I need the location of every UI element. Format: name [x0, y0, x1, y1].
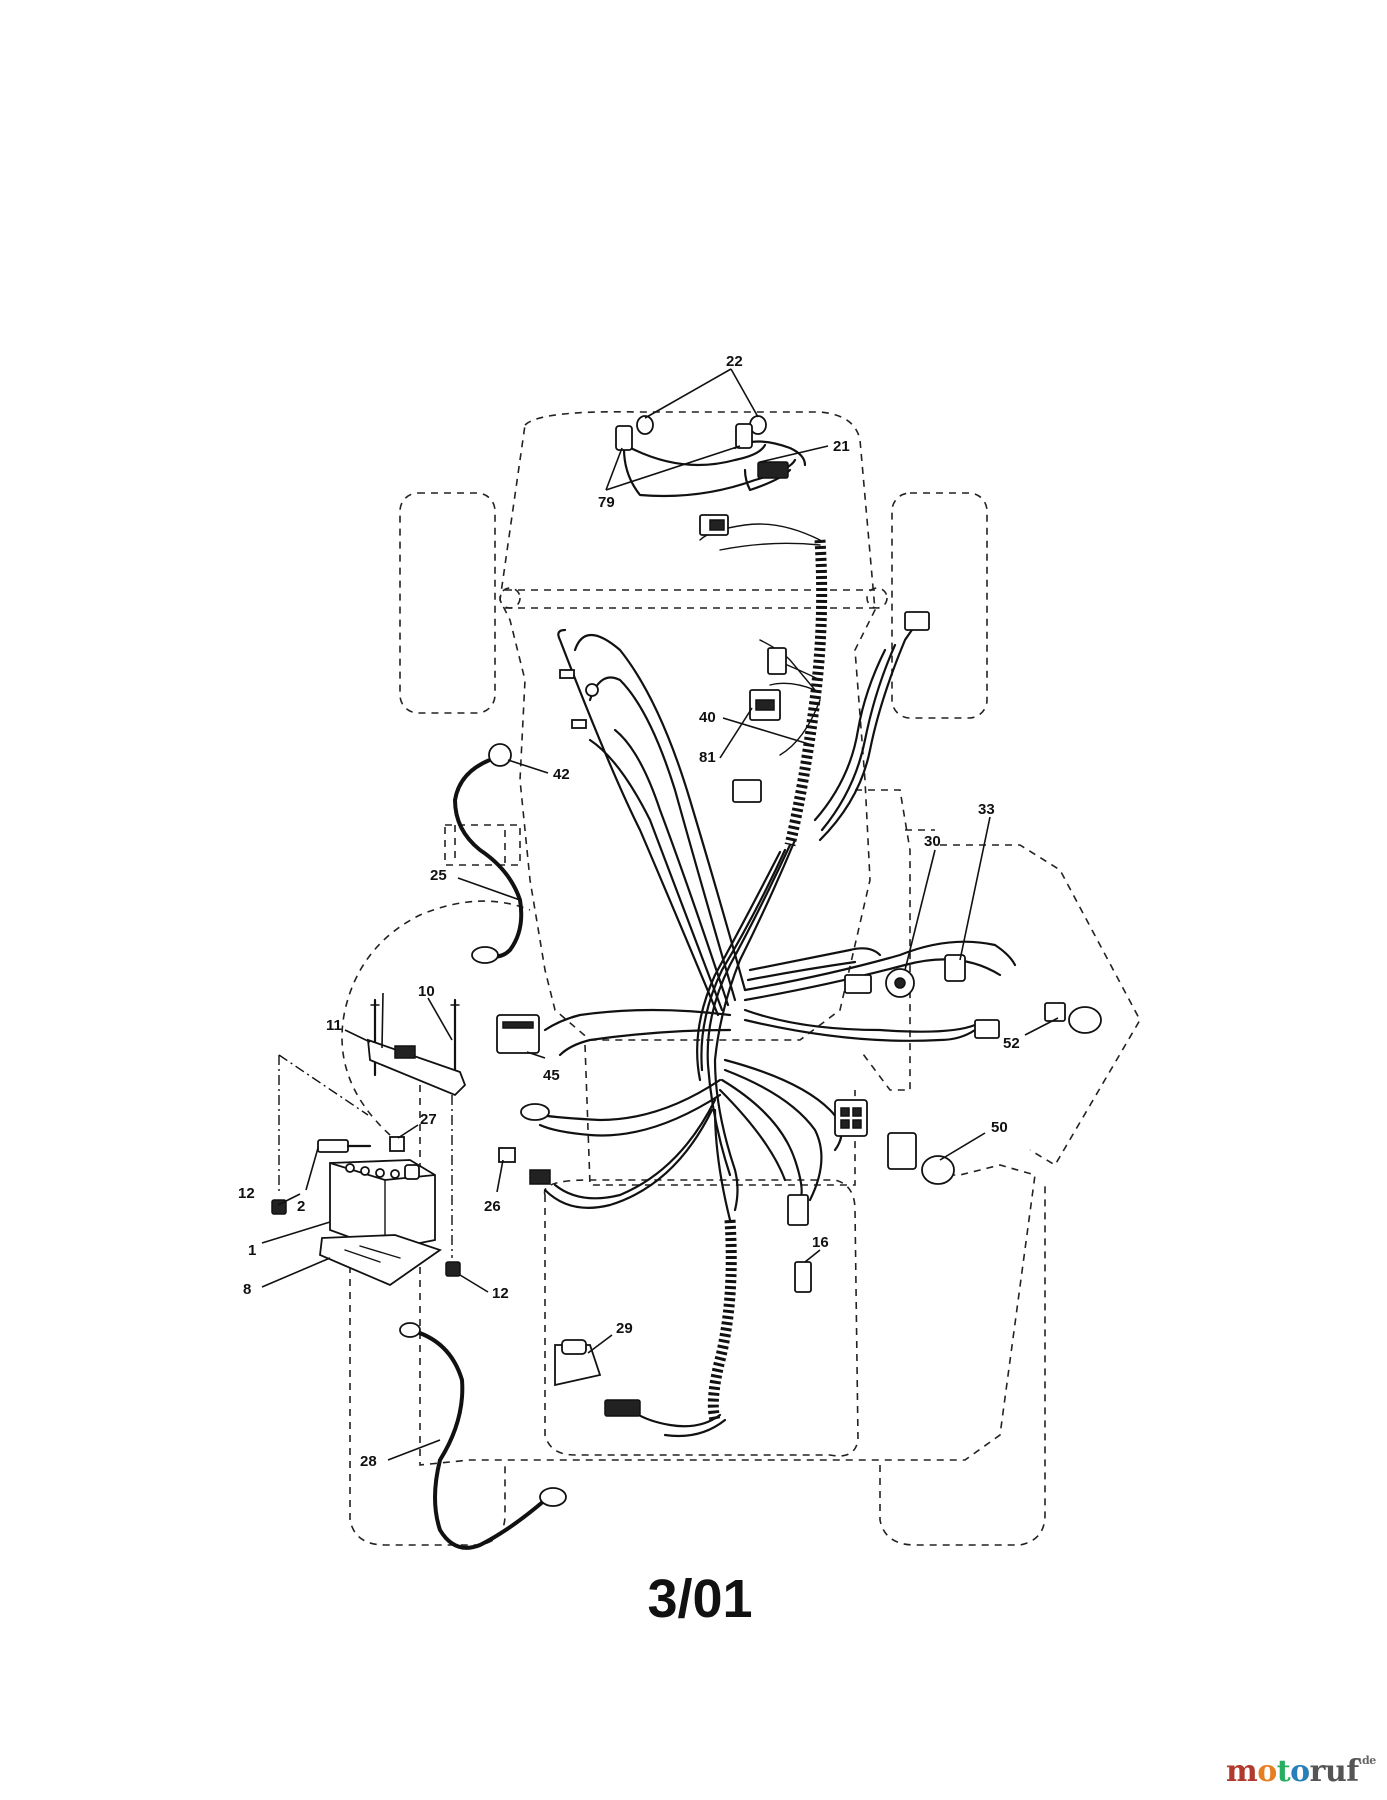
leader-lines — [261, 368, 1059, 1461]
callout-8: 8 — [243, 1281, 251, 1298]
callout-12-lower: 12 — [492, 1285, 509, 1302]
callout-21: 21 — [833, 438, 850, 455]
callouts: 22 21 79 40 81 42 25 33 30 10 11 45 52 2… — [238, 353, 1020, 1470]
callout-26: 26 — [484, 1198, 501, 1215]
callout-33: 33 — [978, 801, 995, 818]
callout-52: 52 — [1003, 1035, 1020, 1052]
watermark-logo-text: motoruf.de — [1226, 1754, 1376, 1789]
callout-29: 29 — [616, 1320, 633, 1337]
callout-45: 45 — [543, 1067, 560, 1084]
coiled-loom — [707, 539, 828, 1422]
callout-50: 50 — [991, 1119, 1008, 1136]
callout-10: 10 — [418, 983, 435, 1000]
callout-27: 27 — [420, 1111, 437, 1128]
date-code: 3/01 — [647, 1569, 753, 1629]
parts — [271, 415, 1102, 1507]
callout-16: 16 — [812, 1234, 829, 1251]
callout-2: 2 — [297, 1198, 305, 1215]
tractor-outline — [341, 410, 1141, 1546]
callout-42: 42 — [553, 766, 570, 783]
callout-1: 1 — [248, 1242, 256, 1259]
callout-12-upper: 12 — [238, 1185, 255, 1202]
battery-cables — [408, 756, 547, 1550]
callout-11: 11 — [326, 1017, 342, 1034]
wire-harness — [538, 433, 1017, 1438]
callout-28: 28 — [360, 1453, 377, 1470]
callout-25: 25 — [430, 867, 447, 884]
callout-22: 22 — [726, 353, 743, 370]
callout-30: 30 — [924, 833, 941, 850]
callout-79: 79 — [598, 494, 615, 511]
watermark-logo: motoruf.de — [1226, 1754, 1376, 1789]
callout-81: 81 — [699, 749, 716, 766]
callout-40: 40 — [699, 709, 716, 726]
